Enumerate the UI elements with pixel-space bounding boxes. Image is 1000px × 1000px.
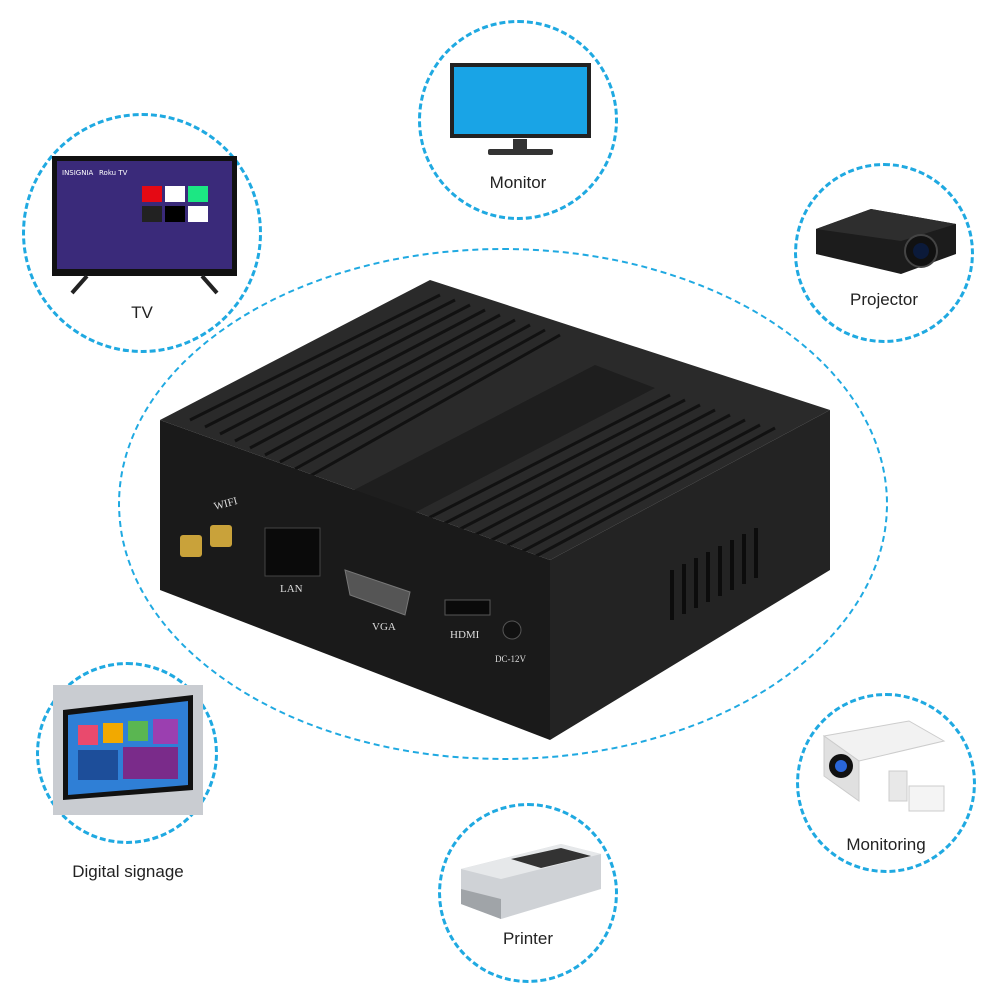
monitor-label: Monitor [489,173,547,192]
tv-circle: INSIGNIA Roku TV TV [22,113,262,353]
hdmi-port-label: HDMI [450,629,480,641]
digital-signage-circle [36,662,218,844]
printer-icon [461,844,601,919]
printer-circle: Printer [438,803,618,983]
projector-circle: Projector [794,163,974,343]
monitor-circle: Monitor [418,20,618,220]
projector-icon [816,209,956,274]
digital-signage-icon [53,685,203,815]
dc-port-label: DC-12V [495,654,526,664]
device-connection-ellipse [118,248,888,760]
monitoring-label: Monitoring [846,835,926,854]
printer-label: Printer [502,929,554,948]
vga-port-label: VGA [372,621,396,633]
projector-label: Projector [849,290,919,309]
tv-label: TV [131,303,153,322]
monitor-icon [450,63,591,155]
monitoring-circle: Monitoring [796,693,976,873]
lan-port-label: LAN [280,583,303,595]
digital-signage-label: Digital signage [72,862,184,881]
tv-icon: INSIGNIA Roku TV [52,156,237,295]
mini-pc-device: WIFI LAN VGA HDMI DC-12V [160,280,830,740]
svg-text:INSIGNIA: INSIGNIA [62,169,94,177]
security-camera-icon [822,720,946,812]
svg-text:Roku TV: Roku TV [99,169,128,177]
